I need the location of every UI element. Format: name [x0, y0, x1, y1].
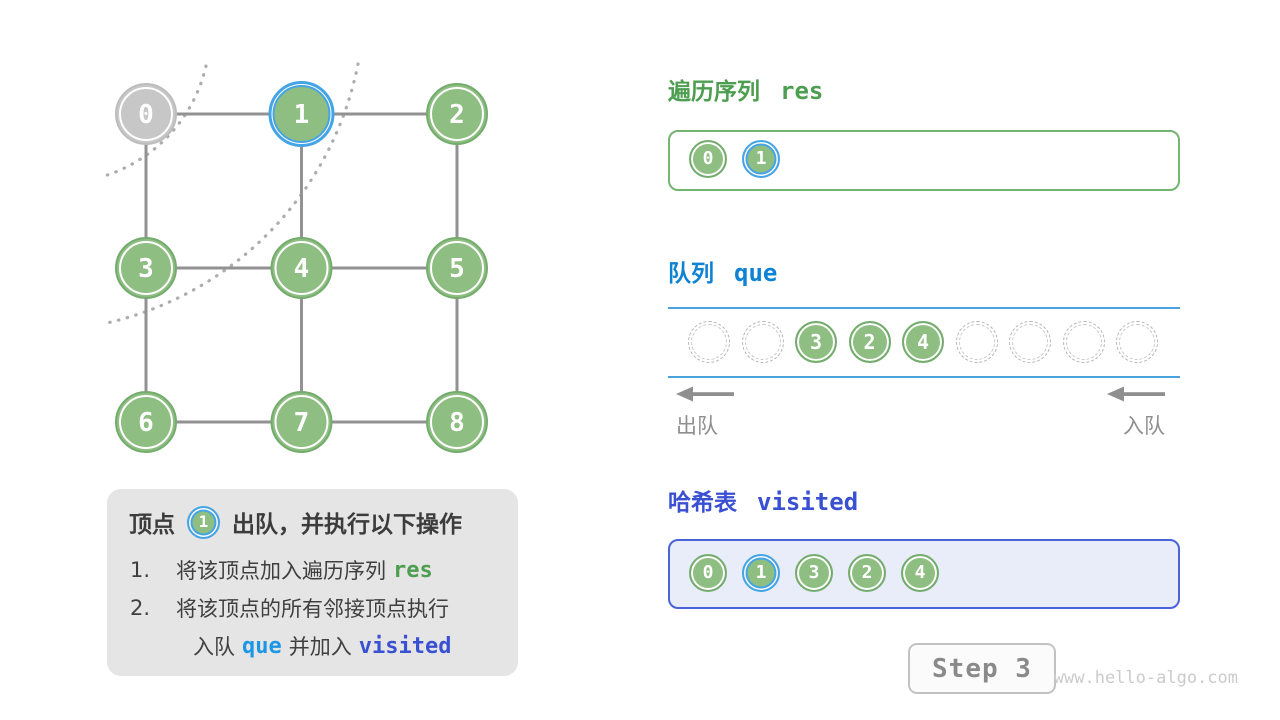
- node-chip-0: 0: [689, 140, 727, 178]
- queue-slot-empty: [955, 321, 998, 363]
- node-chip-1: 1: [742, 554, 780, 592]
- node-chip-2: 2: [848, 554, 886, 592]
- res-title-code: res: [780, 77, 824, 105]
- res-section-title: 遍历序列 res: [668, 72, 830, 106]
- step-description-box: 顶点 1 出队，并执行以下操作 1. 将该顶点加入遍历序列 res 2. 将该顶…: [107, 489, 518, 676]
- queue-slot-empty: [688, 321, 730, 363]
- enqueue-indicator: 入队: [1107, 385, 1165, 440]
- graph-node-1: 1: [268, 81, 335, 147]
- graph-node-5: 5: [426, 237, 488, 299]
- info-title-suffix: 出队，并执行以下操作: [232, 512, 462, 538]
- node-chip-3: 3: [795, 321, 837, 363]
- node-chip-3: 3: [795, 554, 833, 592]
- graph-node-label: 0: [138, 100, 154, 130]
- bfs-level-arc-outer: [105, 62, 360, 325]
- graph-node-0: 0: [115, 83, 177, 145]
- que-code-ref: que: [242, 633, 282, 659]
- queue-slot-empty: [741, 321, 784, 363]
- operation-2b-mid: 并加入: [288, 635, 352, 659]
- graph-node-4: 4: [270, 237, 333, 299]
- site-watermark: www.hello-algo.com: [1053, 668, 1238, 688]
- graph-node-label: 1: [294, 100, 310, 130]
- node-chip-4: 4: [902, 321, 944, 363]
- visited-title-code: visited: [757, 488, 859, 516]
- graph-node-label: 2: [449, 100, 465, 130]
- visited-title-zh: 哈希表: [668, 490, 737, 516]
- node-chip-0: 0: [689, 554, 727, 592]
- step-counter-badge: Step 3: [908, 643, 1056, 694]
- graph-node-6: 6: [115, 391, 177, 453]
- info-title-prefix: 顶点: [129, 512, 175, 538]
- bfs-level-arc-inner: [99, 64, 208, 179]
- queue-title-zh: 队列: [668, 261, 714, 287]
- step-operations-list: 1. 将该顶点加入遍历序列 res 2. 将该顶点的所有邻接顶点执行 入队 qu…: [107, 551, 518, 665]
- operation-item-2: 2. 将该顶点的所有邻接顶点执行: [130, 589, 518, 627]
- graph-canvas: 0 1 2 3 4 5 6 7 8: [99, 62, 488, 453]
- node-chip-4: 4: [901, 554, 939, 592]
- step-counter-label: Step 3: [932, 653, 1032, 684]
- enqueue-arrow-icon: [1107, 386, 1165, 402]
- res-code-ref: res: [393, 557, 433, 583]
- res-title-zh: 遍历序列: [668, 79, 760, 105]
- operation-2-text: 将该顶点的所有邻接顶点执行: [176, 597, 449, 621]
- operation-item-2-continued: 入队 que 并加入 visited: [130, 627, 518, 665]
- step-description-title: 顶点 1 出队，并执行以下操作: [107, 489, 518, 539]
- operation-2b-pre: 入队: [193, 635, 235, 659]
- enqueue-label: 入队: [1123, 414, 1165, 438]
- operation-1-text: 将该顶点加入遍历序列: [176, 559, 386, 583]
- graph-node-7: 7: [270, 391, 333, 453]
- dequeue-arrow-icon: [676, 386, 734, 402]
- visited-section-title: 哈希表 visited: [668, 483, 865, 517]
- graph-node-label: 4: [294, 254, 310, 284]
- graph-node-label: 7: [294, 408, 310, 438]
- operation-item-1: 1. 将该顶点加入遍历序列 res: [130, 551, 518, 589]
- current-node-chip: 1: [187, 505, 220, 539]
- queue-slot-empty: [1116, 321, 1158, 363]
- graph-node-2: 2: [426, 83, 488, 145]
- graph-node-label: 8: [449, 408, 465, 438]
- queue-title-code: que: [734, 259, 778, 287]
- queue-section-title: 队列 que: [668, 254, 784, 288]
- operation-1-number: 1.: [130, 558, 151, 582]
- graph-node-label: 6: [138, 408, 154, 438]
- visited-code-ref: visited: [358, 633, 452, 659]
- dequeue-indicator: 出队: [676, 385, 734, 440]
- graph-node-label: 5: [449, 254, 465, 284]
- node-chip-1: 1: [742, 140, 780, 178]
- graph-node-8: 8: [426, 391, 488, 453]
- graph-node-3: 3: [115, 237, 177, 299]
- queue-direction-indicators: 出队 入队: [668, 385, 1180, 443]
- dequeue-label: 出队: [676, 414, 718, 438]
- operation-2-number: 2.: [130, 596, 151, 620]
- queue-slot-empty: [1062, 321, 1105, 363]
- graph-node-label: 3: [138, 254, 154, 284]
- queue-slot-empty: [1009, 321, 1051, 363]
- node-chip-2: 2: [848, 321, 891, 363]
